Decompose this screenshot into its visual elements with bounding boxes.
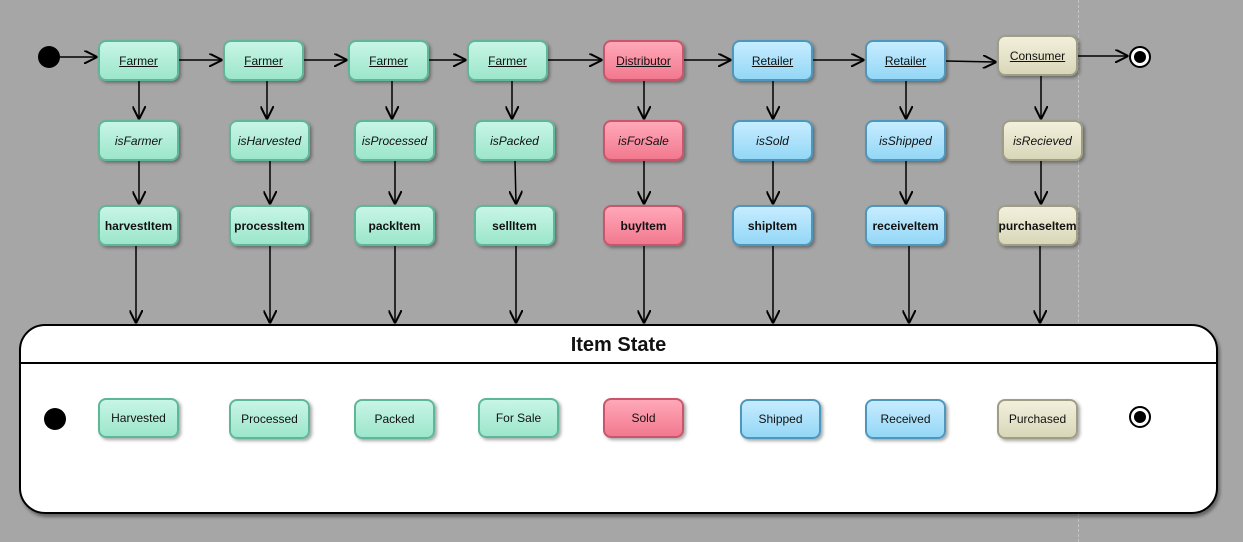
state-processed[interactable]: Processed (229, 399, 310, 439)
actor-farmer-harvest[interactable]: Farmer (98, 40, 179, 81)
action-harvest-item[interactable]: harvestItem (98, 205, 179, 246)
state-packed[interactable]: Packed (354, 399, 435, 439)
guard-is-harvested[interactable]: isHarvested (229, 120, 310, 161)
item-state-divider (21, 362, 1216, 364)
actor-farmer-pack[interactable]: Farmer (348, 40, 429, 81)
guard-is-farmer[interactable]: isFarmer (98, 120, 179, 161)
state-received[interactable]: Received (865, 399, 946, 439)
state-start-node (44, 408, 66, 430)
page-boundary-guide (1078, 0, 1079, 542)
actor-retailer-receive[interactable]: Retailer (865, 40, 946, 81)
guard-is-shipped[interactable]: isShipped (865, 120, 946, 161)
workflow-end-node (1129, 46, 1151, 68)
action-receive-item[interactable]: receiveItem (865, 205, 946, 246)
state-harvested[interactable]: Harvested (98, 398, 179, 438)
actor-farmer-sell[interactable]: Farmer (467, 40, 548, 81)
actor-distributor[interactable]: Distributor (603, 40, 684, 81)
actor-farmer-process[interactable]: Farmer (223, 40, 304, 81)
item-state-title: Item State (570, 334, 667, 356)
action-pack-item[interactable]: packItem (354, 205, 435, 246)
state-purchased[interactable]: Purchased (997, 399, 1078, 439)
workflow-start-node (38, 46, 60, 68)
actor-retailer-ship[interactable]: Retailer (732, 40, 813, 81)
transition-arrow-20 (515, 160, 516, 203)
guard-is-processed[interactable]: isProcessed (354, 120, 435, 161)
action-process-item[interactable]: processItem (229, 205, 310, 246)
transition-arrow-7 (945, 61, 995, 62)
guard-is-for-sale[interactable]: isForSale (603, 120, 684, 161)
state-for-sale[interactable]: For Sale (478, 398, 559, 438)
guard-is-recieved[interactable]: isRecieved (1002, 120, 1083, 161)
actor-consumer[interactable]: Consumer (997, 35, 1078, 76)
action-buy-item[interactable]: buyItem (603, 205, 684, 246)
state-sold[interactable]: Sold (603, 398, 684, 438)
state-end-node (1129, 406, 1151, 428)
guard-is-sold[interactable]: isSold (732, 120, 813, 161)
action-purchase-item[interactable]: purchaseItem (997, 205, 1078, 246)
state-shipped[interactable]: Shipped (740, 399, 821, 439)
action-sell-item[interactable]: sellItem (474, 205, 555, 246)
guard-is-packed[interactable]: isPacked (474, 120, 555, 161)
action-ship-item[interactable]: shipItem (732, 205, 813, 246)
